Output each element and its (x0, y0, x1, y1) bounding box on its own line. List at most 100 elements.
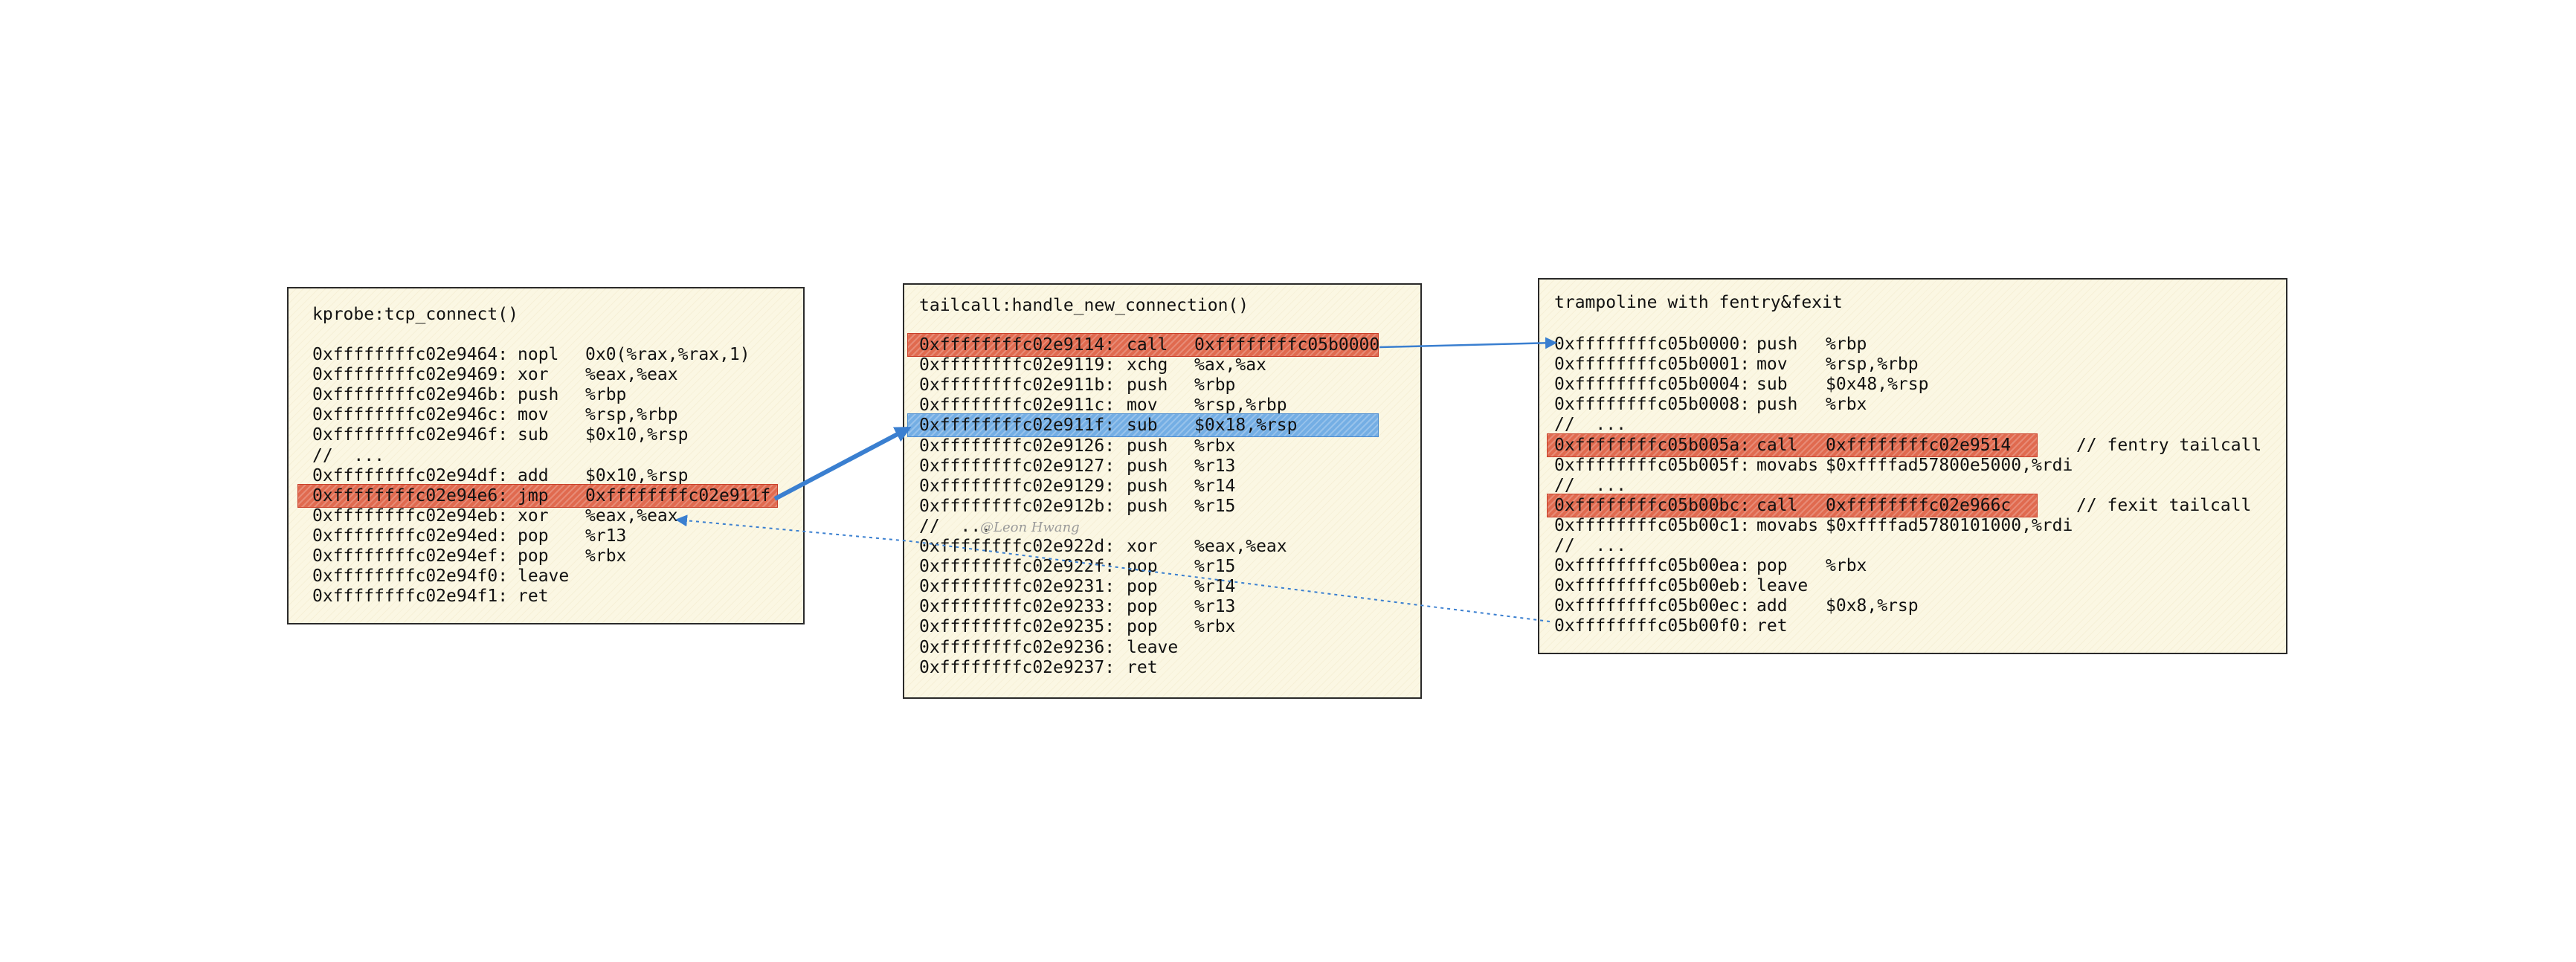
instr-operands: %ax,%ax (1194, 355, 1266, 375)
watermark: @Leon Hwang (980, 520, 1080, 535)
instr-address: 0xffffffffc02e94eb: (312, 506, 509, 526)
instr-opcode: pop (518, 526, 549, 546)
instr-opcode: nopl (518, 345, 559, 364)
instr-address: 0xffffffffc05b005f: (1554, 455, 1751, 475)
instr-address: 0xffffffffc02e9469: (312, 365, 509, 385)
instr-operands: %rsp,%rbp (1194, 396, 1287, 416)
instr-opcode: pop (1127, 557, 1158, 577)
instr-operands: 0xffffffffc02e966c (1826, 495, 2012, 515)
instr-opcode: ret (1756, 616, 1788, 636)
instr-opcode: push (1127, 375, 1168, 396)
instr-address: 0xffffffffc05b005a: (1554, 435, 1751, 455)
instr-address: 0xffffffffc02e94f1: (312, 587, 509, 607)
instr-opcode: pop (1756, 556, 1788, 576)
panel-trampoline (1538, 278, 2287, 654)
instr-opcode: call (1127, 335, 1168, 355)
instr-address: 0xffffffffc02e912b: (919, 496, 1115, 516)
instr-address: 0xffffffffc02e9231: (919, 577, 1115, 597)
instr-operands: $0xffffad5780101000,%rdi (1826, 515, 2073, 535)
highlight-red (297, 483, 778, 508)
instr-opcode: push (1127, 436, 1168, 456)
instr-operands: %rbp (1194, 375, 1236, 396)
instr-address: // ... (1554, 536, 1626, 555)
instr-operands: %rbx (1826, 556, 1867, 576)
instr-opcode: call (1756, 435, 1798, 455)
instr-opcode: sub (518, 425, 549, 445)
instr-operands: %rsp,%rbp (585, 405, 678, 425)
instr-address: 0xffffffffc05b00c1: (1554, 515, 1751, 535)
instr-address: 0xffffffffc02e922f: (919, 557, 1115, 577)
instr-operands: 0xffffffffc05b0000 (1194, 335, 1380, 355)
instr-address: 0xffffffffc05b0004: (1554, 375, 1751, 395)
instr-operands: $0x10,%rsp (585, 425, 689, 445)
instr-operands: $0x10,%rsp (585, 465, 689, 485)
instr-opcode: add (1756, 596, 1788, 616)
instr-address: 0xffffffffc02e9237: (919, 657, 1115, 677)
highlight-red (1547, 433, 2038, 457)
instr-opcode: xor (1127, 537, 1158, 556)
instr-opcode: pop (1127, 617, 1158, 637)
instr-address: 0xffffffffc05b0001: (1554, 355, 1751, 375)
instr-address: 0xffffffffc02e9127: (919, 456, 1115, 476)
instr-address: 0xffffffffc05b0000: (1554, 335, 1751, 354)
instr-opcode: leave (1756, 576, 1809, 596)
instr-address: 0xffffffffc05b0008: (1554, 395, 1751, 415)
instr-address: 0xffffffffc02e9236: (919, 637, 1115, 657)
instr-address: 0xffffffffc05b00bc: (1554, 495, 1751, 515)
instr-opcode: sub (1127, 416, 1158, 436)
instr-operands: 0xffffffffc02e9514 (1826, 435, 2012, 455)
arrow-return-to-kprobe (675, 514, 1551, 622)
instr-opcode: mov (1127, 396, 1158, 416)
instr-address: 0xffffffffc02e94ed: (312, 526, 509, 546)
instr-operands: 0x0(%rax,%rax,1) (585, 345, 750, 364)
instr-operands: %r13 (1194, 456, 1236, 476)
panel-kprobe (287, 287, 805, 624)
instr-address: 0xffffffffc02e9235: (919, 617, 1115, 637)
instr-address: 0xffffffffc02e9114: (919, 335, 1115, 355)
instr-opcode: movabs (1756, 515, 1819, 535)
highlight-blue (907, 413, 1379, 438)
instr-address: 0xffffffffc05b00eb: (1554, 576, 1751, 596)
panel-kprobe-title: kprobe:tcp_connect() (312, 305, 518, 324)
instr-opcode: pop (1127, 577, 1158, 597)
instr-address: 0xffffffffc02e9129: (919, 476, 1115, 496)
instr-opcode: xchg (1127, 355, 1168, 375)
instr-operands: %rbx (1194, 617, 1236, 637)
panel-trampoline-title: trampoline with fentry&fexit (1554, 293, 1843, 312)
instr-operands: $0x48,%rsp (1826, 375, 1929, 395)
instr-address: // ... (1554, 475, 1626, 495)
instr-operands: %rbx (1194, 436, 1236, 456)
instr-operands: %eax,%eax (585, 506, 678, 526)
instr-address: 0xffffffffc02e9126: (919, 436, 1115, 456)
instr-operands: $0xffffad57800e5000,%rdi (1826, 455, 2073, 475)
arrow-jmp-to-tailcall (773, 426, 912, 501)
instr-operands: %rbp (585, 385, 627, 405)
instr-address: 0xffffffffc02e911f: (919, 416, 1115, 436)
instr-comment: // fexit tailcall (2076, 495, 2252, 515)
highlight-red (1547, 493, 2038, 517)
instr-opcode: call (1756, 495, 1798, 515)
instr-address: 0xffffffffc02e911b: (919, 375, 1115, 396)
instr-address: // ... (919, 516, 991, 536)
instr-address: 0xffffffffc02e94e6: (312, 485, 509, 506)
instr-opcode: pop (518, 546, 549, 566)
instr-operands: 0xffffffffc02e911f (585, 485, 771, 506)
instr-operands: $0x18,%rsp (1194, 416, 1298, 436)
instr-operands: %r15 (1194, 557, 1236, 577)
instr-opcode: mov (1756, 355, 1788, 375)
instr-address: 0xffffffffc02e94f0: (312, 566, 509, 587)
instr-opcode: add (518, 465, 549, 485)
panel-tailcall-title: tailcall:handle_new_connection() (919, 296, 1249, 315)
instr-opcode: mov (518, 405, 549, 425)
highlight-red (907, 333, 1379, 357)
instr-address: 0xffffffffc02e94ef: (312, 546, 509, 566)
instr-opcode: push (1127, 476, 1168, 496)
instr-address: 0xffffffffc02e9233: (919, 597, 1115, 617)
instr-address: // ... (1554, 415, 1626, 435)
instr-operands: %eax,%eax (1194, 537, 1287, 556)
arrow-call-to-trampoline (1379, 337, 1557, 349)
instr-opcode: xor (518, 365, 549, 385)
instr-opcode: leave (518, 566, 570, 587)
instr-opcode: push (1127, 496, 1168, 516)
